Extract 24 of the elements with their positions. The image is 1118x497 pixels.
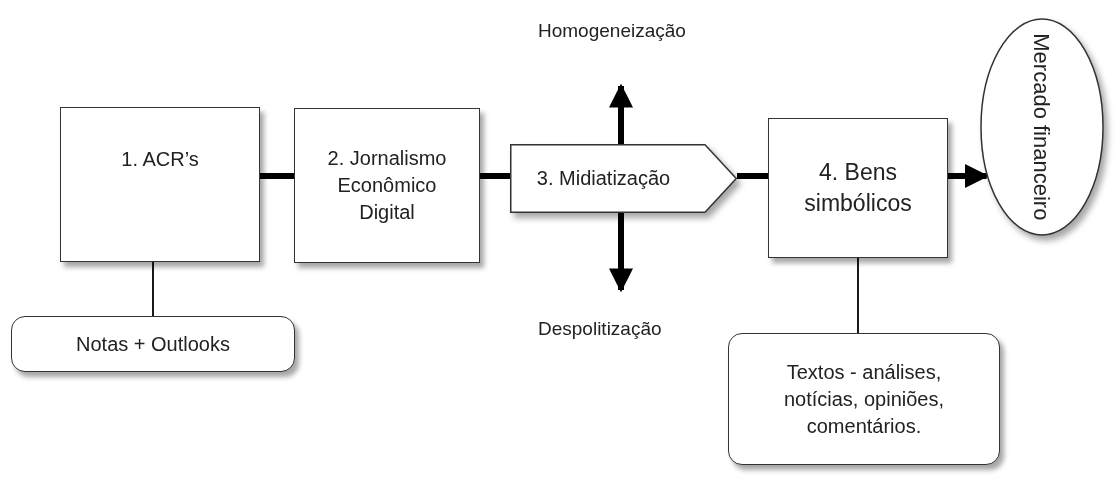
process-box: [768, 118, 948, 258]
node-label: 1. ACR’s: [121, 147, 199, 172]
rounded-box: [728, 333, 1000, 465]
node-label: 2. Jornalismo Econômico Digital: [326, 146, 448, 225]
arrow: [948, 164, 989, 188]
arrow: [609, 213, 633, 293]
connector-line: [857, 257, 859, 334]
connector-line: [260, 173, 294, 179]
arrow: [609, 83, 633, 144]
pentagon-arrow-box: [510, 144, 737, 213]
connector-line: [480, 173, 510, 179]
rounded-box: [11, 316, 295, 372]
node-label: Textos - análises, notícias, opiniões, comentários.: [782, 359, 946, 439]
node-label: Notas + Outlooks: [76, 331, 230, 357]
connector-line: [152, 261, 154, 317]
connector-line: [737, 173, 768, 179]
node-label: Mercado financeiro: [1028, 33, 1056, 221]
ellipse-node: [980, 18, 1104, 236]
node-label: 4. Bens simbólicos: [803, 157, 913, 218]
process-box: [60, 107, 260, 262]
axis-label: Despolitização: [538, 318, 662, 340]
process-box: [294, 108, 480, 263]
node-label: 3. Midiatização: [536, 166, 671, 191]
axis-label: Homogeneização: [538, 20, 686, 42]
